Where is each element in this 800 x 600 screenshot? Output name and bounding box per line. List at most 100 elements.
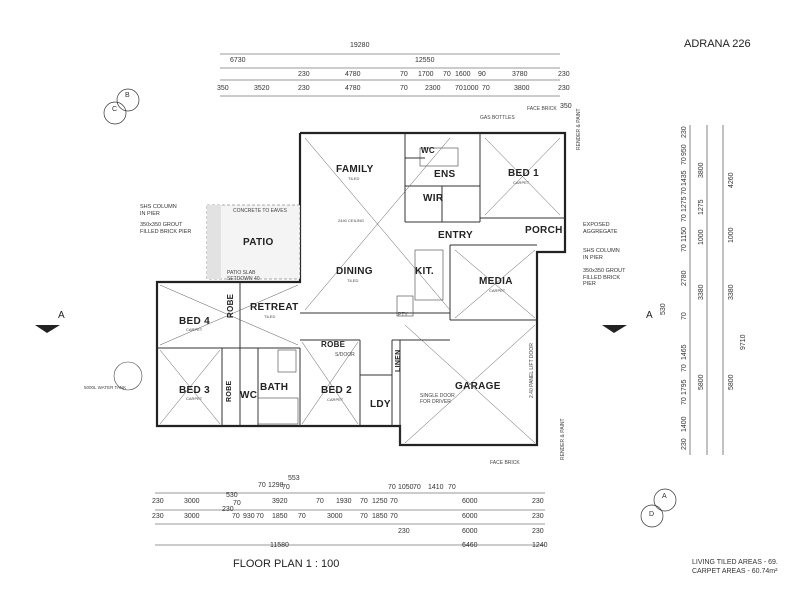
note-exposed-aggregate: EXPOSED AGGREGATE	[583, 222, 618, 235]
dim-bottom-r1-5: 1050	[398, 484, 414, 491]
ceiling-note: 2440 CEILING	[338, 218, 365, 223]
dim-right-c4-1: 350	[560, 103, 572, 110]
note-shs-column-left: SHS COLUMN IN PIER	[140, 204, 177, 217]
dim-bottom-r1-0: 70	[258, 482, 266, 489]
room-porch: PORCH	[525, 225, 563, 236]
dim-bottom-r2-7: 70	[360, 498, 368, 505]
dim-top-r4-9: 3800	[514, 85, 530, 92]
dim-right-c2-2: 1000	[698, 229, 705, 245]
dim-top-r3-2: 70	[400, 71, 408, 78]
room-family: FAMILY	[336, 164, 374, 175]
dim-right-c2-3: 3380	[698, 284, 705, 300]
finish-bed1: CARPET	[513, 180, 530, 185]
finish-bed3: CARPET	[186, 396, 203, 401]
dim-right-c1-14: 70	[681, 397, 688, 405]
dim-right-c3-1: 1000	[728, 227, 735, 243]
section-marker-right: A	[646, 310, 653, 321]
dim-right-c1-0: 230	[681, 126, 688, 138]
dim-right-c1-13: 1795	[681, 379, 688, 395]
dim-top-r4-6: 70	[455, 85, 463, 92]
dim-bottom-r3-8: 3000	[327, 513, 343, 520]
room-dining: DINING	[336, 266, 373, 277]
dim-right-c3-3: 5800	[728, 374, 735, 390]
note-face-brick-top: FACE BRICK	[527, 106, 557, 112]
dim-bottom-r3-11: 70	[390, 513, 398, 520]
dim-right-c1-9: 2780	[681, 270, 688, 286]
dim-right-c3-2: 3380	[728, 284, 735, 300]
dim-bottom-r1-6: 70	[413, 484, 421, 491]
floor-plan-label: FLOOR PLAN 1 : 100	[233, 558, 340, 570]
note-render-paint-bottom: RENDER & PAINT	[560, 418, 566, 460]
dim-bottom-r3-3: 70	[232, 513, 240, 520]
dim-bottom-r2-9: 70	[390, 498, 398, 505]
dim-top-r3-3: 1700	[418, 71, 434, 78]
room-wir: WIR	[423, 193, 444, 204]
dim-top-r3-0: 230	[298, 71, 310, 78]
plan-title: ADRANA 226	[684, 38, 751, 50]
finish-bed4: CARPET	[186, 327, 203, 332]
dim-bottom-r3-5: 70	[256, 513, 264, 520]
dim-bottom-r2-1: 3000	[184, 498, 200, 505]
dim-bottom-r1-4: 70	[388, 484, 396, 491]
finish-bed2: CARPET	[327, 397, 344, 402]
interior-walls	[157, 133, 565, 445]
note-render-paint-top: RENDER & PAINT	[576, 108, 582, 150]
dim-right-c1-11: 1465	[681, 344, 688, 360]
dim-bottom-r4-2: 230	[532, 528, 544, 535]
room-garage: GARAGE	[455, 381, 501, 392]
dim-bottom-r2-3: 70	[233, 500, 241, 507]
room-bed4: BED 4	[179, 316, 210, 327]
finish-family: TILED	[348, 176, 360, 181]
dim-right-c1-10: 70	[681, 312, 688, 320]
dim-top-r4-0: 350	[217, 85, 229, 92]
dim-right-c1-16: 230	[681, 438, 688, 450]
dim-bottom-r2-0: 230	[152, 498, 164, 505]
dim-bottom-r2-6: 1930	[336, 498, 352, 505]
dim-right-c4-0: 530	[660, 303, 667, 315]
dim-bottom-r3-12: 6000	[462, 513, 478, 520]
finish-retreat: TILED	[264, 314, 276, 319]
dim-bottom-r5-1: 6460	[462, 542, 478, 549]
dim-top-r3-1: 4780	[345, 71, 361, 78]
room-wc-lower: WC	[240, 390, 258, 401]
room-media: MEDIA	[479, 276, 513, 287]
dim-right-c2-4: 5800	[698, 374, 705, 390]
dim-bottom-r1-7: 1410	[428, 484, 444, 491]
dim-bottom-r2-8: 1250	[372, 498, 388, 505]
note-face-brick-bottom: FACE BRICK	[490, 460, 520, 466]
dim-right-c1-5: 1275	[681, 196, 688, 212]
dim-top-r2-0: 6730	[230, 57, 246, 64]
room-robe-bed2: ROBE	[321, 340, 346, 349]
dim-bottom-r3-10: 1850	[372, 513, 388, 520]
living-area-label: LIVING TILED AREAS - 69.	[692, 559, 778, 566]
room-patio: PATIO	[243, 237, 274, 248]
room-ldy: LDY	[370, 399, 391, 410]
room-entry: ENTRY	[438, 230, 474, 241]
water-tank-shape	[113, 361, 143, 391]
note-shs-column-right: SHS COLUMN IN PIER	[583, 248, 620, 261]
dim-bottom-r1-1: 1298	[268, 482, 284, 489]
room-bed3: BED 3	[179, 385, 210, 396]
dim-bottom-r3-4: 930	[243, 513, 255, 520]
dim-bottom-r2-11: 230	[532, 498, 544, 505]
dim-right-c1-12: 70	[681, 364, 688, 372]
room-robe-bed3: ROBE	[226, 380, 233, 402]
room-bed2: BED 2	[321, 385, 352, 396]
dim-right-c1-6: 70	[681, 214, 688, 222]
dim-right-c1-7: 1150	[681, 226, 688, 242]
dim-bottom-r3-1: 3000	[184, 513, 200, 520]
dim-bottom-r2-4: 3920	[272, 498, 288, 505]
section-marker-left: A	[58, 310, 65, 321]
dim-top-overall: 19280	[350, 42, 370, 49]
room-pty: PTY	[398, 312, 408, 318]
note-grout-pier-right: 350x350 GROUT FILLED BRICK PIER	[583, 268, 626, 287]
compass-label-c: C	[112, 106, 118, 113]
dim-top-r4-2: 230	[298, 85, 310, 92]
finish-dining: TILED	[347, 278, 359, 283]
dim-top-r3-4: 70	[443, 71, 451, 78]
room-retreat: RETREAT	[250, 302, 299, 313]
dim-bottom-r2-2: 530	[226, 492, 238, 499]
dim-bottom-r1-3: 70	[282, 484, 290, 491]
dim-bottom-r5-0: 11580	[270, 542, 289, 549]
compass-label-a: A	[662, 493, 667, 500]
